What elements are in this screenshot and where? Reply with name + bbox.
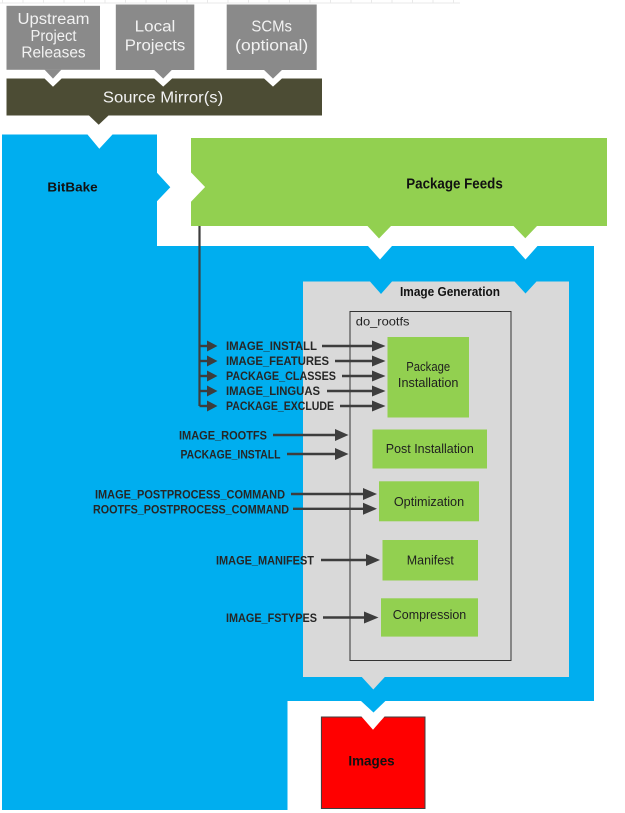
svg-text:IMAGE_INSTALL: IMAGE_INSTALL bbox=[226, 341, 317, 353]
svg-text:Package: Package bbox=[406, 360, 450, 374]
svg-text:Compression: Compression bbox=[393, 608, 466, 622]
svg-text:(optional): (optional) bbox=[235, 37, 308, 54]
svg-text:PACKAGE_CLASSES: PACKAGE_CLASSES bbox=[226, 371, 336, 383]
svg-text:Source Mirror(s): Source Mirror(s) bbox=[103, 90, 223, 107]
svg-text:BitBake: BitBake bbox=[47, 179, 97, 194]
svg-text:Upstream: Upstream bbox=[18, 11, 90, 28]
svg-text:IMAGE_ROOTFS: IMAGE_ROOTFS bbox=[179, 431, 267, 443]
svg-text:Releases: Releases bbox=[21, 45, 86, 62]
svg-text:IMAGE_FEATURES: IMAGE_FEATURES bbox=[226, 356, 329, 368]
svg-text:PACKAGE_INSTALL: PACKAGE_INSTALL bbox=[181, 450, 281, 462]
svg-text:IMAGE_FSTYPES: IMAGE_FSTYPES bbox=[226, 613, 317, 625]
svg-text:Post Installation: Post Installation bbox=[386, 442, 474, 456]
svg-text:Manifest: Manifest bbox=[407, 554, 455, 568]
svg-text:Local: Local bbox=[135, 19, 176, 36]
svg-text:Optimization: Optimization bbox=[394, 495, 464, 509]
svg-text:ROOTFS_POSTPROCESS_COMMAND: ROOTFS_POSTPROCESS_COMMAND bbox=[93, 504, 289, 516]
svg-text:Image Generation: Image Generation bbox=[400, 284, 500, 299]
svg-text:PACKAGE_EXCLUDE: PACKAGE_EXCLUDE bbox=[226, 401, 334, 413]
svg-text:Installation: Installation bbox=[398, 376, 459, 390]
svg-text:Package Feeds: Package Feeds bbox=[406, 176, 503, 193]
svg-text:IMAGE_LINGUAS: IMAGE_LINGUAS bbox=[226, 386, 320, 398]
svg-text:do_rootfs: do_rootfs bbox=[356, 314, 410, 328]
svg-text:SCMs: SCMs bbox=[251, 19, 292, 36]
svg-text:Project: Project bbox=[31, 28, 78, 45]
svg-text:IMAGE_MANIFEST: IMAGE_MANIFEST bbox=[216, 556, 314, 568]
svg-text:IMAGE_POSTPROCESS_COMMAND: IMAGE_POSTPROCESS_COMMAND bbox=[95, 490, 285, 502]
svg-text:Images: Images bbox=[348, 753, 395, 769]
svg-text:Projects: Projects bbox=[125, 37, 186, 54]
